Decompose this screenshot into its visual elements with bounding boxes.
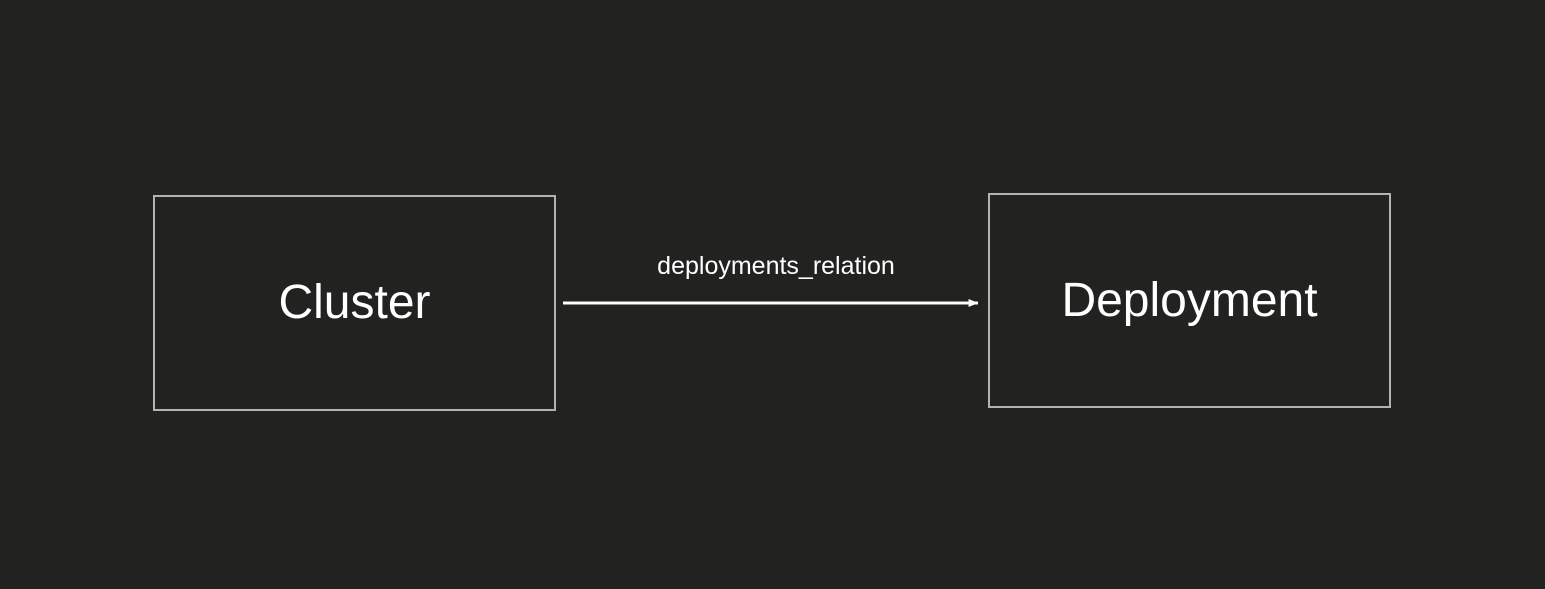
node-cluster[interactable]: Cluster	[153, 195, 556, 411]
node-deployment-label: Deployment	[1061, 273, 1318, 327]
edge-cluster-to-deployment-label: deployments_relation	[657, 252, 895, 280]
node-deployment[interactable]: Deployment	[988, 193, 1391, 408]
node-cluster-label: Cluster	[278, 276, 431, 329]
